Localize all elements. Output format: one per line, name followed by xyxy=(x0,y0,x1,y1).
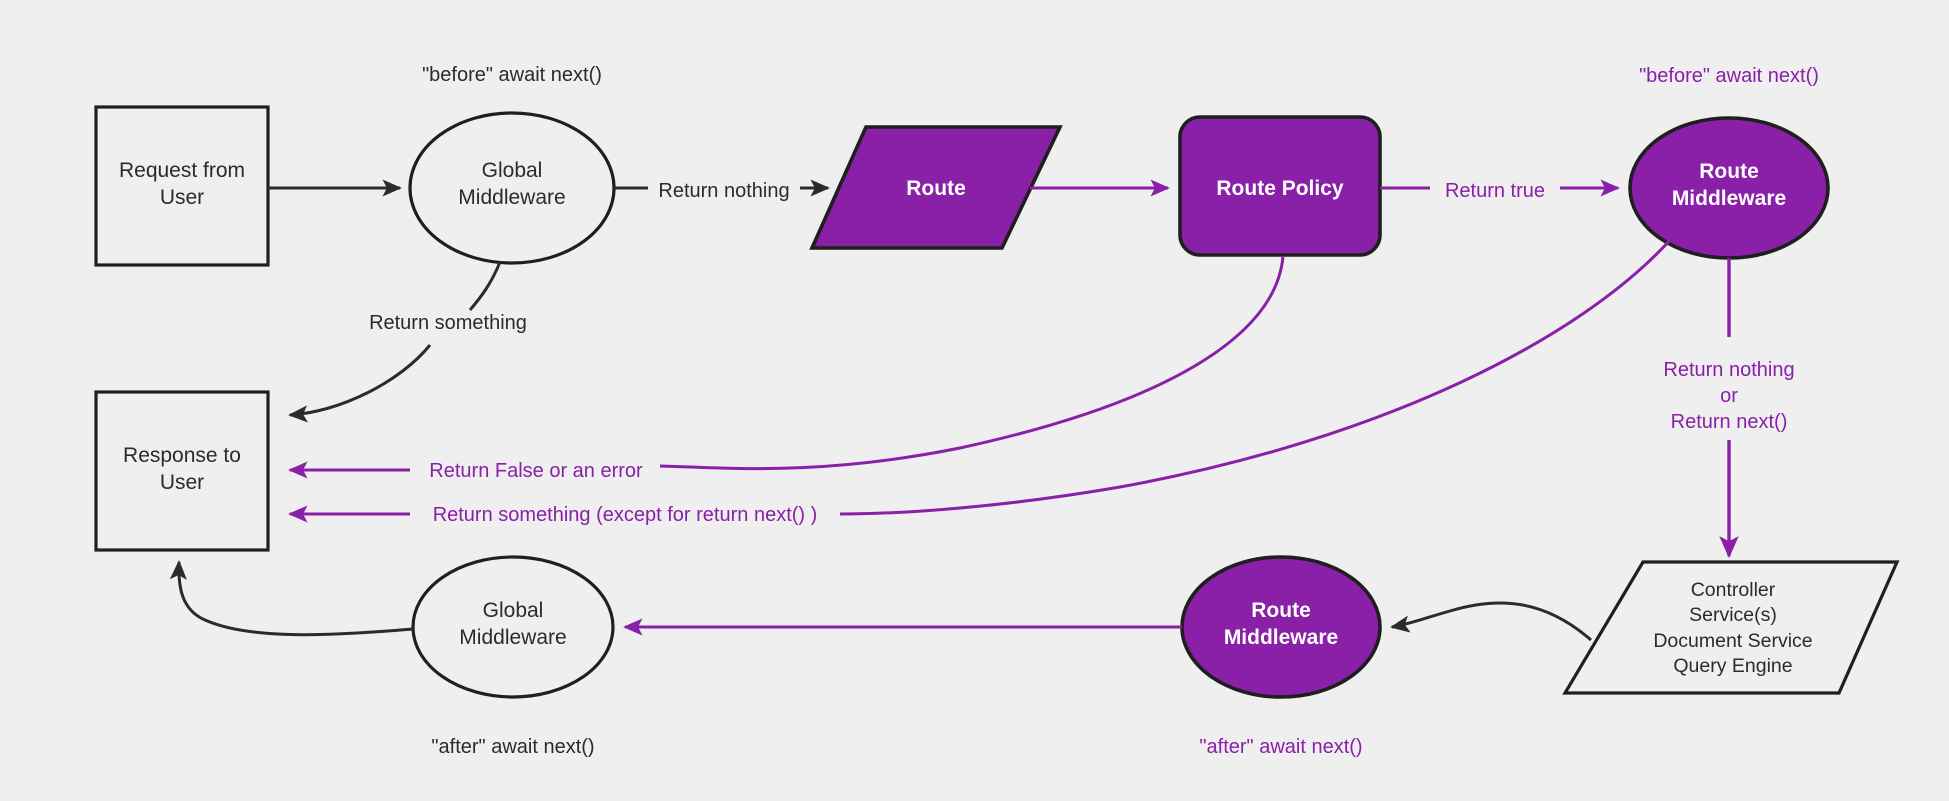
annotation-before-await-route: "before" await next() xyxy=(1639,65,1819,87)
annotation-after-await-route: "after" await next() xyxy=(1199,736,1363,758)
edge-global-to-response-lower xyxy=(288,344,432,423)
edge-routemw-to-response-curve xyxy=(839,236,1674,516)
node-global-mw-bottom-shape xyxy=(411,555,615,699)
node-route-policy-shape xyxy=(1178,115,1382,257)
edge-global-bottom-to-response xyxy=(169,560,414,637)
node-route-shape xyxy=(809,125,1063,250)
edge-label-return-something-except-next: Return something (except for return next… xyxy=(432,504,818,526)
node-controller-shape xyxy=(1562,560,1900,695)
edge-label-return-something: Return something xyxy=(369,312,527,334)
edge-controller-to-routemw-bottom xyxy=(1390,601,1592,642)
node-route-mw-top-shape xyxy=(1628,116,1830,260)
node-route-mw-bottom-shape xyxy=(1180,555,1382,699)
node-global-mw-top-shape xyxy=(408,111,616,265)
edge-label-return-false-or-error: Return False or an error xyxy=(429,460,643,482)
node-response-shape xyxy=(94,390,270,552)
annotation-before-await-global: "before" await next() xyxy=(422,64,602,86)
edge-label-return-true: Return true xyxy=(1444,180,1546,202)
edge-policy-to-response-curve xyxy=(659,255,1285,471)
annotation-after-await-global: "after" await next() xyxy=(431,736,595,758)
edge-global-to-response-upper xyxy=(468,261,502,311)
edge-label-return-nothing: Return nothing xyxy=(658,180,790,202)
edge-label-return-nothing-or-next: Return nothing or Return next() xyxy=(1663,359,1795,433)
node-request-shape xyxy=(94,105,270,267)
